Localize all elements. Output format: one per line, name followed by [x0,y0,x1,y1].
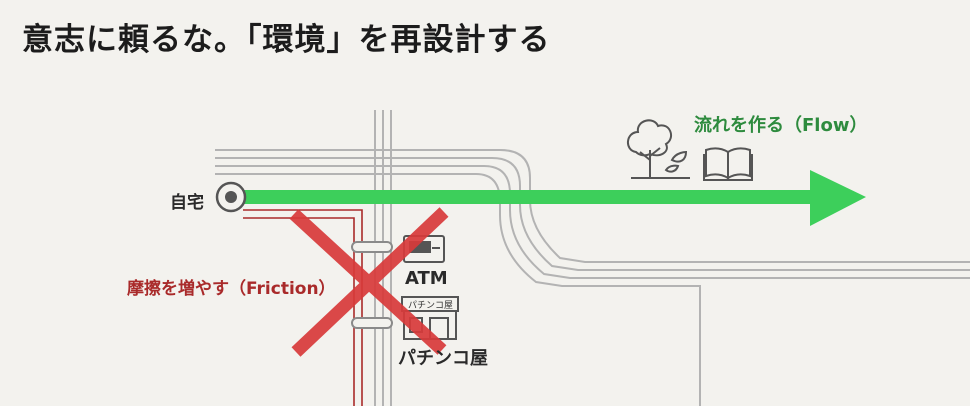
pachinko-sign-text: パチンコ屋 [408,300,453,311]
friction-road [243,209,363,406]
home-label: 自宅 [170,193,204,213]
friction-label: 摩擦を増やす（Friction） [127,279,336,299]
cross-mark-icon [289,207,449,357]
pachinko-label: パチンコ屋 [398,348,488,369]
rail-crossings [351,241,393,329]
page-title: 意志に頼るな。「環境」を再設計する [22,22,551,58]
home-marker-icon [215,181,247,213]
flow-arrow [240,170,866,226]
road-network [215,110,970,406]
flow-label: 流れを作る（Flow） [694,115,868,136]
atm-label: ATM [405,268,448,289]
open-book-icon [703,147,753,181]
tree-icon [627,119,690,179]
